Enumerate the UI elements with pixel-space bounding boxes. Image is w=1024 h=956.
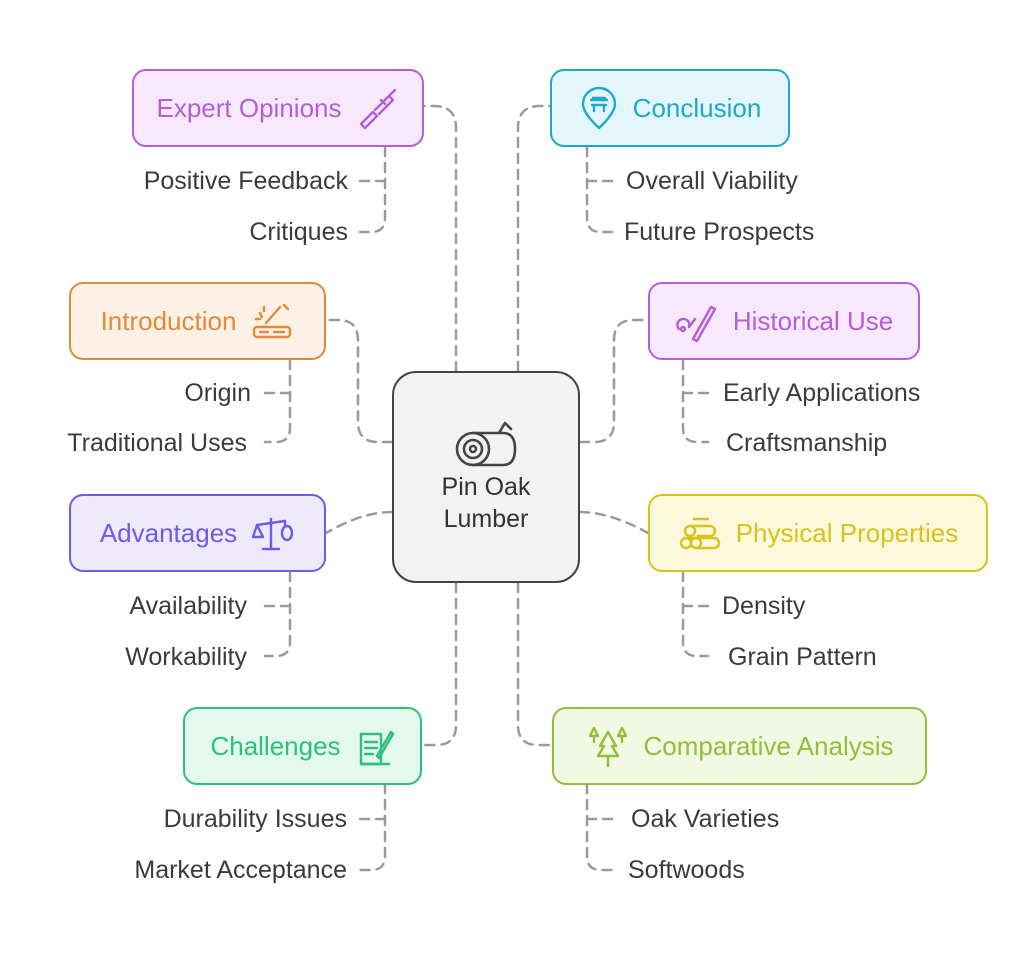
conclusion-node: Conclusion: [550, 69, 790, 147]
sub-origin: Origin: [184, 379, 251, 407]
sub-market-acceptance: Market Acceptance: [134, 856, 347, 884]
sub-future-prospects: Future Prospects: [624, 218, 815, 246]
center-title-line1: Pin Oak: [441, 472, 531, 501]
sub-overall-viability: Overall Viability: [626, 167, 798, 195]
link-historical-use: [578, 318, 650, 444]
scale-icon: [251, 517, 294, 551]
comparative-analysis-label: Comparative Analysis: [643, 730, 894, 761]
link-advantages: [324, 510, 394, 535]
trees-icon: [588, 726, 627, 768]
advantages-node: Advantages: [69, 494, 326, 572]
chisel-icon: [360, 88, 397, 130]
sub-grain-pattern: Grain Pattern: [728, 643, 877, 671]
sub-positive-feedback: Positive Feedback: [143, 167, 348, 195]
logs-icon: [679, 517, 720, 550]
physical-properties-node: Physical Properties: [648, 494, 988, 572]
log-icon: [455, 421, 517, 466]
sub-traditional-uses: Traditional Uses: [67, 429, 247, 457]
link-introduction: [324, 318, 394, 444]
link-expert-opinions: [422, 104, 458, 373]
notepad-icon: [359, 730, 394, 766]
tools-icon: [676, 305, 717, 343]
historical-use-node: Historical Use: [648, 282, 920, 360]
sub-softwoods: Softwoods: [628, 856, 745, 884]
sub-oak-varieties: Oak Varieties: [631, 805, 780, 833]
expert-opinions-node: Expert Opinions: [132, 69, 424, 147]
link-physical-properties: [578, 510, 650, 535]
woodwork-icon: [253, 303, 292, 339]
expert-opinions-label: Expert Opinions: [156, 92, 342, 123]
advantages-label: Advantages: [99, 517, 238, 548]
link-challenges: [420, 581, 458, 747]
link-conclusion: [516, 104, 552, 373]
challenges-label: Challenges: [210, 730, 341, 761]
sub-workability: Workability: [125, 643, 247, 671]
sub-craftsmanship: Craftsmanship: [726, 429, 888, 457]
sub-density: Density: [722, 592, 806, 620]
comparative-analysis-node: Comparative Analysis: [552, 707, 927, 785]
location-pin-icon: [581, 86, 616, 130]
physical-properties-label: Physical Properties: [735, 517, 959, 548]
link-comparative-analysis: [516, 581, 554, 747]
sub-early-applications: Early Applications: [723, 379, 921, 407]
center-title-line2: Lumber: [443, 505, 529, 533]
introduction-label: Introduction: [100, 305, 237, 336]
conclusion-label: Conclusion: [632, 92, 762, 123]
introduction-node: Introduction: [69, 282, 326, 360]
sub-durability-issues: Durability Issues: [163, 805, 347, 833]
center-node: Pin Oak Lumber: [392, 371, 580, 583]
historical-use-label: Historical Use: [732, 305, 894, 336]
challenges-node: Challenges: [183, 707, 422, 785]
sub-critiques: Critiques: [249, 218, 348, 246]
sub-availability: Availability: [129, 592, 247, 620]
